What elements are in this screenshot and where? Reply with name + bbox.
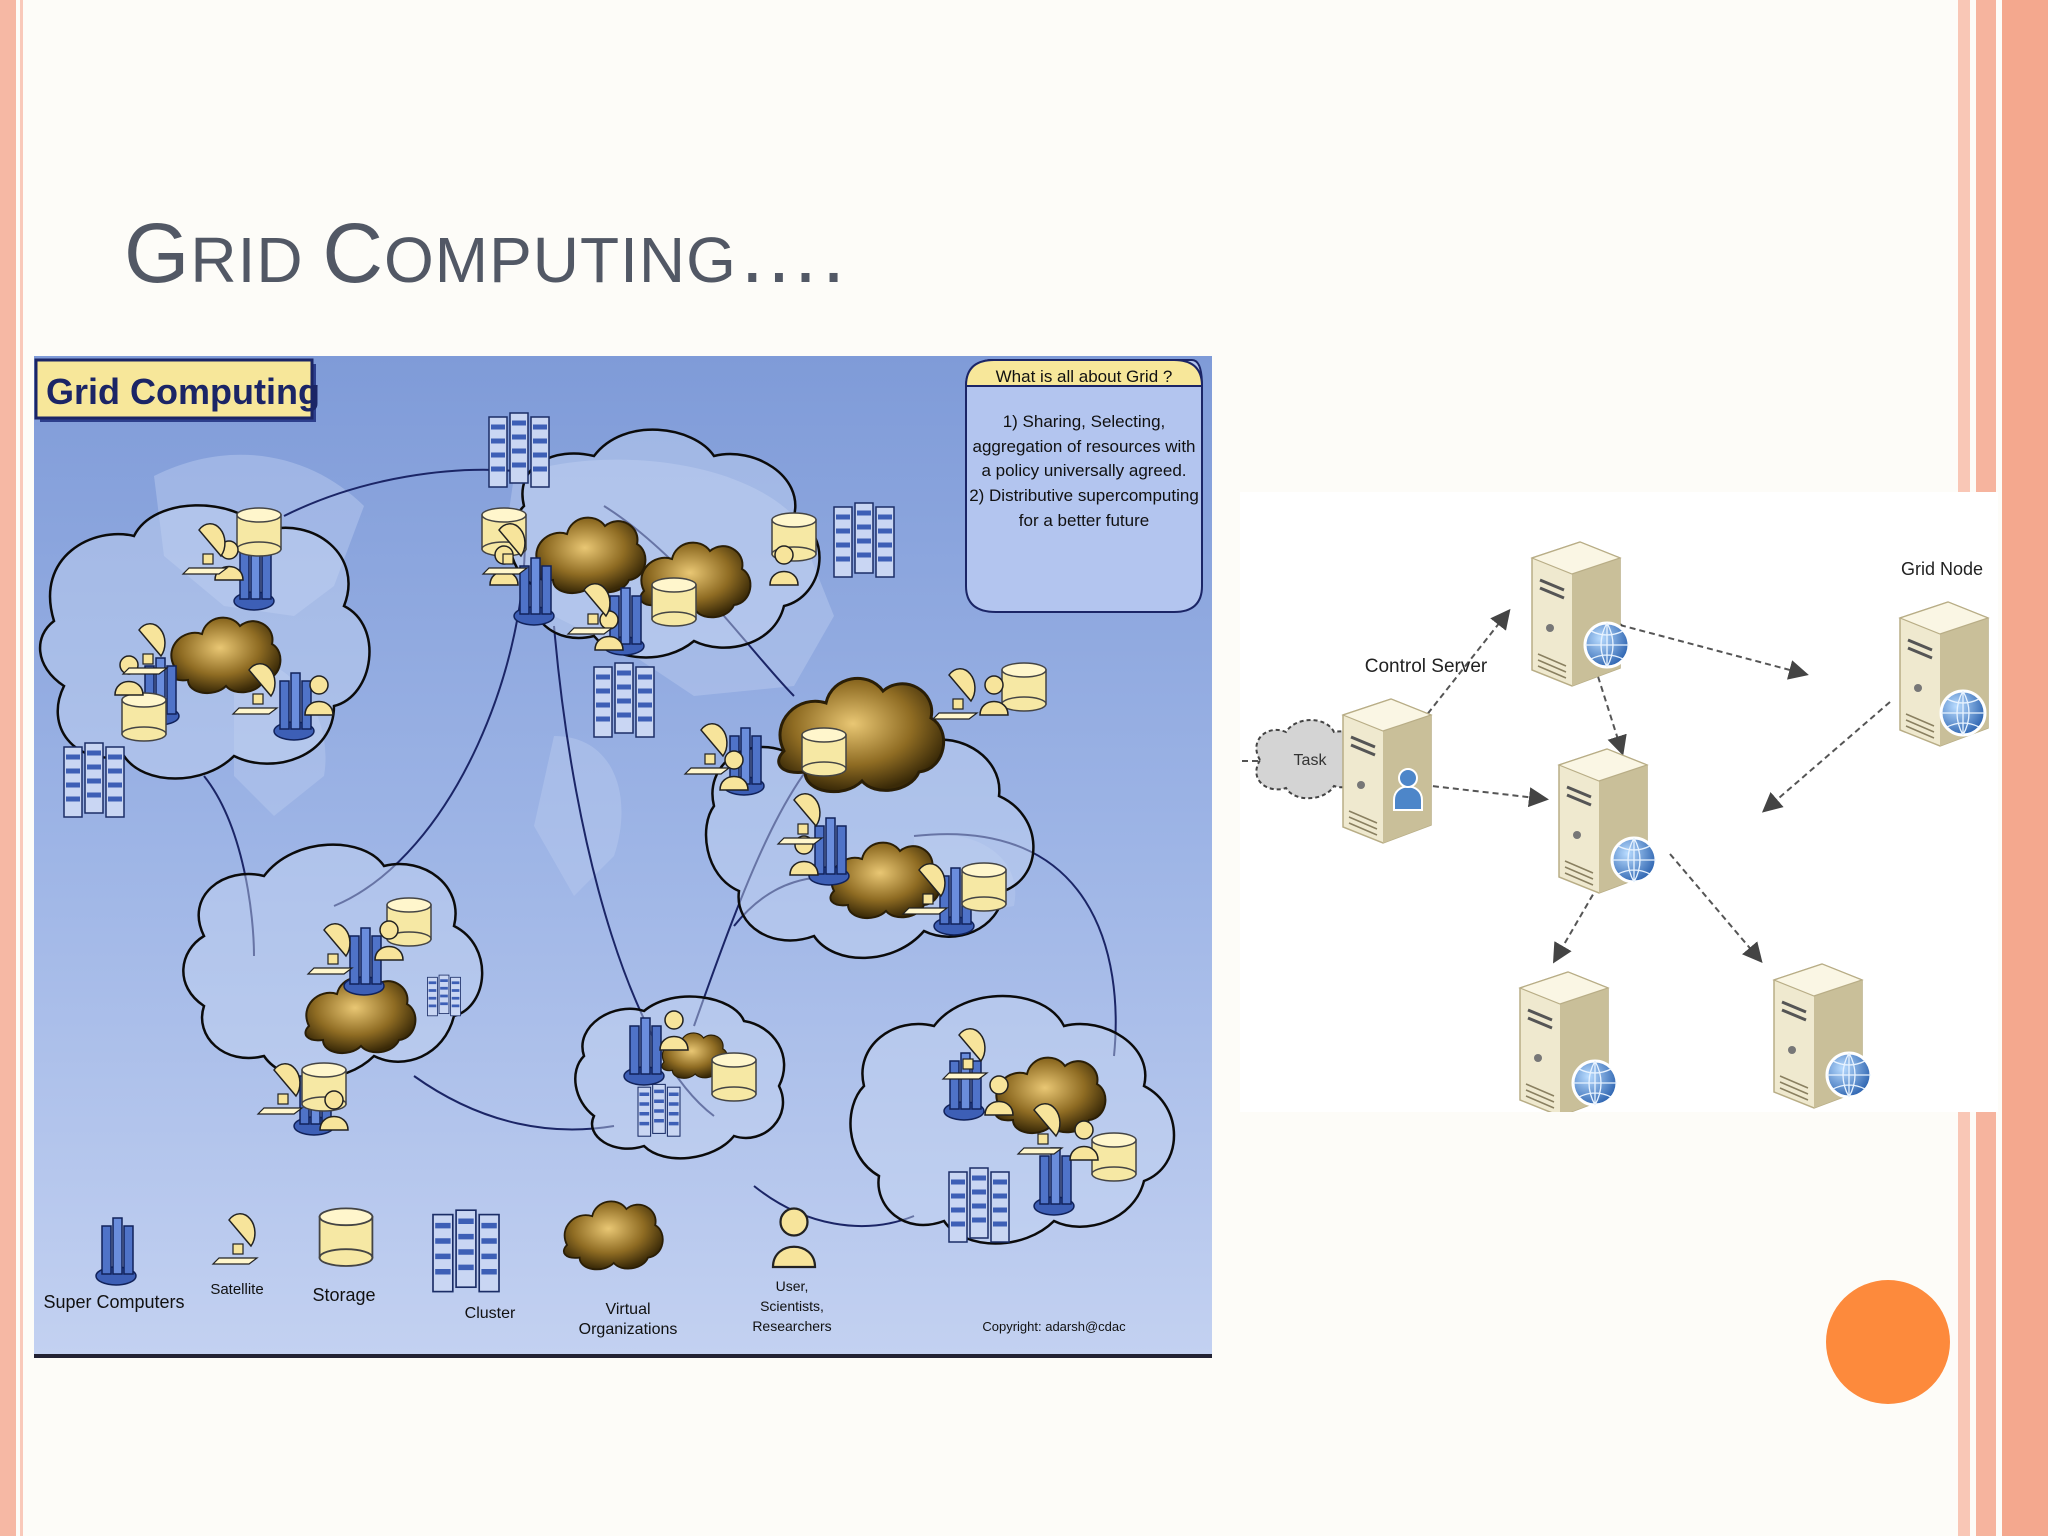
info-box: What is all about Grid ? 1) Sharing, Sel… <box>964 359 1204 613</box>
legend: Super Computers Satellite Storage Cluste… <box>43 1200 1126 1338</box>
info-line: aggregation of resources with <box>972 437 1195 456</box>
banner-box: Grid Computing <box>34 358 320 422</box>
svg-text:Scientists,: Scientists, <box>760 1298 824 1314</box>
grid-node-bottom-left <box>1518 970 1619 1112</box>
accent-dot <box>1826 1280 1950 1404</box>
info-box-title: What is all about Grid ? <box>996 367 1173 386</box>
grid-node-center <box>1557 747 1658 895</box>
slide-title: GRID COMPUTING…. <box>124 206 847 300</box>
svg-text:Virtual: Virtual <box>605 1301 650 1318</box>
task-label: Task <box>1294 752 1328 769</box>
svg-text:Cluster: Cluster <box>465 1305 516 1322</box>
legend-storage: Storage <box>312 1207 376 1305</box>
svg-text:Organizations: Organizations <box>579 1321 678 1338</box>
control-server-label: Control Server <box>1365 656 1488 677</box>
banner-title: Grid Computing <box>46 371 320 412</box>
left-border-line <box>20 0 23 1536</box>
legend-supercomputer: Super Computers <box>43 1217 185 1312</box>
task-cloud: Task <box>1255 719 1363 800</box>
info-line: for a better future <box>1019 511 1149 530</box>
info-line: 1) Sharing, Selecting, <box>1003 412 1166 431</box>
grid-network-diagram: Task Control Server Grid Node <box>1240 492 1998 1112</box>
info-line: a policy universally agreed. <box>981 461 1186 480</box>
grid-node-right <box>1898 600 1990 748</box>
grid-node-top <box>1530 540 1631 688</box>
svg-text:Satellite: Satellite <box>210 1281 263 1298</box>
legend-virtual-organization: Virtual Organizations <box>562 1200 678 1338</box>
control-server <box>1341 697 1433 845</box>
legend-user: User, Scientists, Researchers <box>752 1207 832 1334</box>
copyright-text: Copyright: adarsh@cdac <box>982 1319 1126 1334</box>
svg-text:User,: User, <box>776 1278 809 1294</box>
grid-node-bottom-right <box>1772 962 1873 1110</box>
svg-text:Super Computers: Super Computers <box>43 1292 184 1312</box>
svg-text:Storage: Storage <box>312 1285 375 1305</box>
grid-computing-illustration: Grid Computing What is all about Grid ? … <box>34 356 1212 1358</box>
info-line: 2) Distributive supercomputing <box>969 486 1199 505</box>
svg-text:Researchers: Researchers <box>752 1318 831 1334</box>
grid-node-label: Grid Node <box>1901 559 1983 579</box>
legend-cluster: Cluster <box>433 1210 516 1322</box>
legend-satellite: Satellite <box>210 1213 264 1298</box>
right-border-stripe <box>2002 0 2048 1536</box>
left-border-stripe <box>0 0 16 1536</box>
